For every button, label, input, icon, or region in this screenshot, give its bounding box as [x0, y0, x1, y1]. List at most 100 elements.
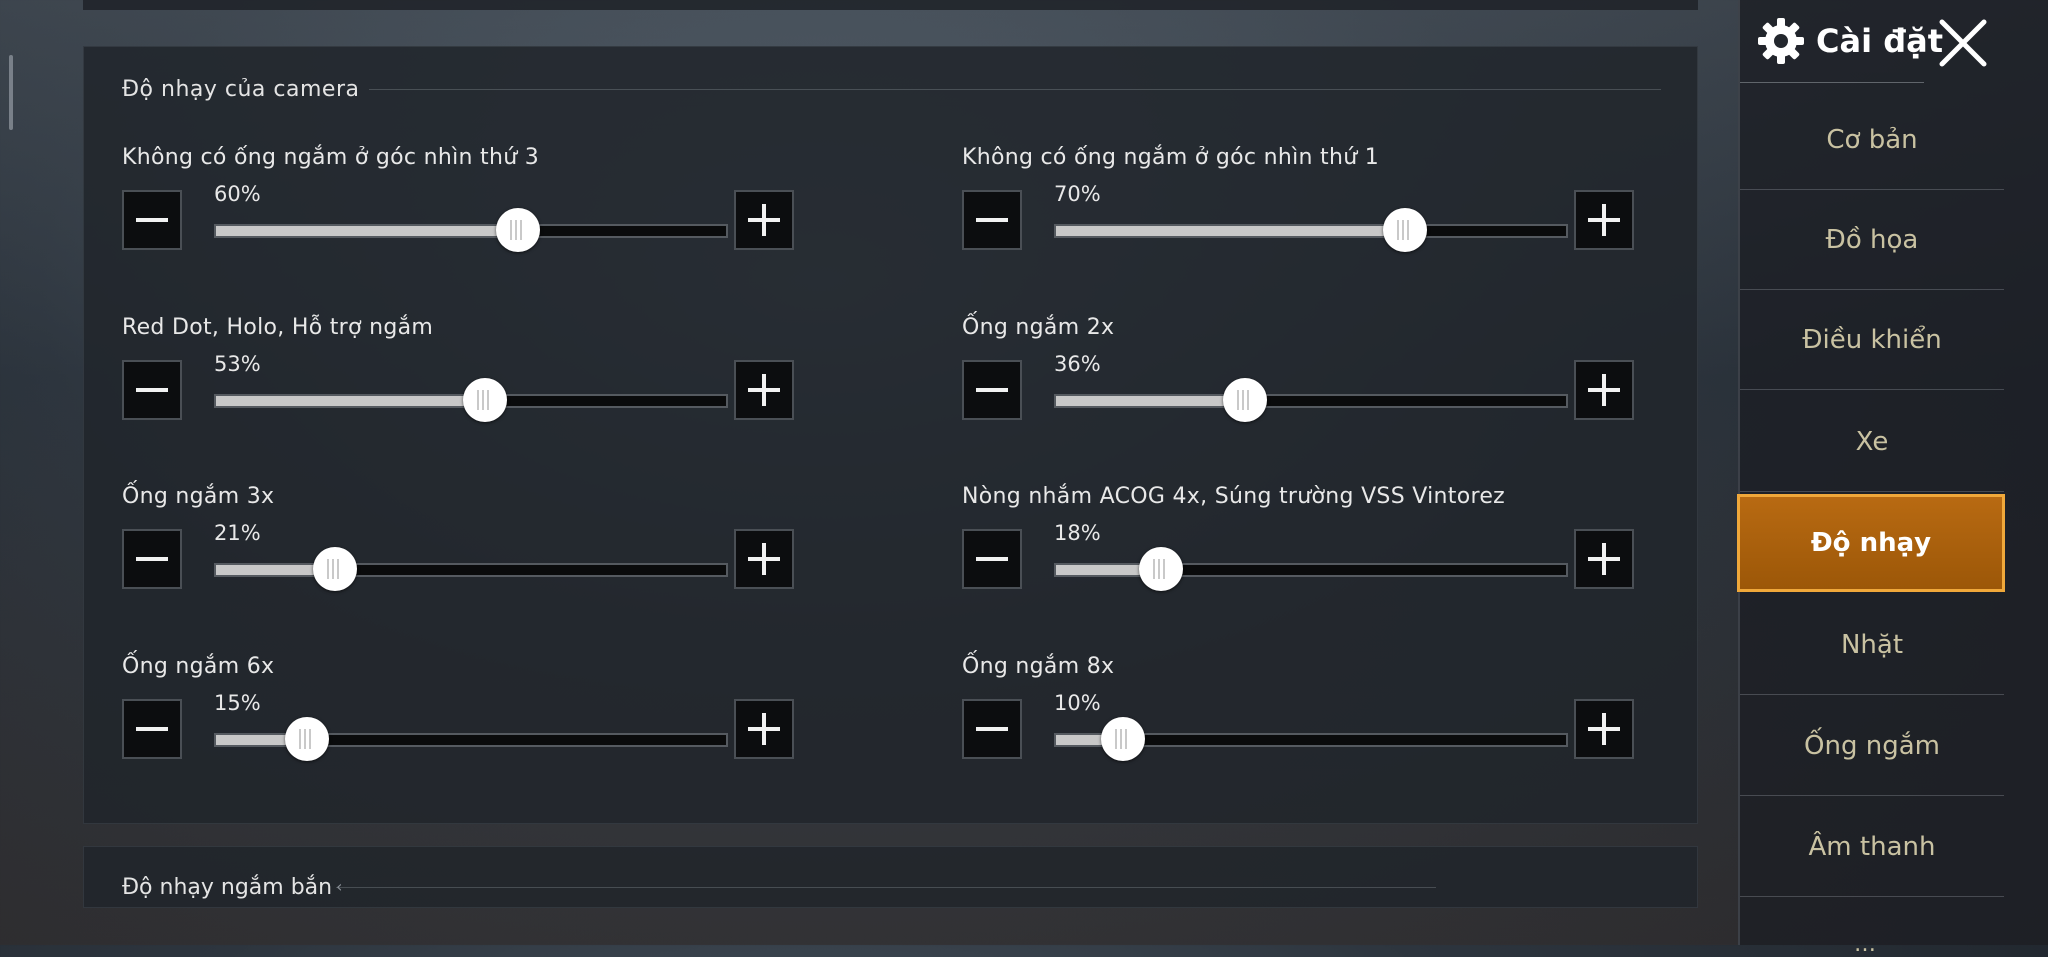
- slider-fill: [216, 396, 487, 406]
- header-divider: [1740, 82, 1924, 83]
- plus-icon: [748, 713, 780, 745]
- slider-value: 70%: [1054, 182, 1101, 206]
- sidebar-item-label: Đồ họa: [1825, 224, 1919, 255]
- slider-value: 36%: [1054, 352, 1101, 376]
- slider-track[interactable]: [1054, 733, 1568, 747]
- slider-fill: [216, 226, 522, 236]
- plus-icon: [1588, 204, 1620, 236]
- plus-icon: [1588, 543, 1620, 575]
- slider-value: 60%: [214, 182, 261, 206]
- slider-label: Ống ngắm 3x: [122, 484, 275, 509]
- slider-label: Không có ống ngắm ở góc nhìn thứ 3: [122, 145, 540, 170]
- sidebar-item-scope[interactable]: Ống ngắm: [1740, 696, 2004, 796]
- slider-track[interactable]: [1054, 563, 1568, 577]
- slider-label: Nòng nhắm ACOG 4x, Súng trường VSS Vinto…: [962, 484, 1506, 509]
- slider-track[interactable]: [214, 733, 728, 747]
- increase-button[interactable]: [1574, 529, 1634, 589]
- slider-label: Ống ngắm 8x: [962, 654, 1115, 679]
- decrease-button[interactable]: [962, 529, 1022, 589]
- increase-button[interactable]: [734, 360, 794, 420]
- sidebar-item-controls[interactable]: Điều khiển: [1740, 290, 2004, 390]
- slider-fill: [1056, 735, 1107, 745]
- arrow-left-icon: ‹: [336, 877, 343, 896]
- sidebar-item-basic[interactable]: Cơ bản: [1740, 90, 2004, 190]
- slider-thumb[interactable]: [1223, 378, 1268, 422]
- previous-panel-edge: [83, 0, 1698, 10]
- minus-icon: [136, 727, 168, 731]
- increase-button[interactable]: [734, 190, 794, 250]
- minus-icon: [976, 727, 1008, 731]
- sidebar-item-label: Ống ngắm: [1804, 730, 1940, 761]
- section-title: Độ nhạy của camera: [122, 77, 360, 102]
- increase-button[interactable]: [734, 529, 794, 589]
- increase-button[interactable]: [1574, 190, 1634, 250]
- minus-icon: [976, 388, 1008, 392]
- slider-value: 15%: [214, 691, 261, 715]
- gear-icon: [1758, 18, 1804, 64]
- plus-icon: [1588, 713, 1620, 745]
- slider-thumb[interactable]: [496, 208, 540, 252]
- plus-icon: [748, 374, 780, 406]
- slider-red-dot-holo: Red Dot, Holo, Hỗ trợ ngắm 53%: [122, 315, 822, 465]
- sidebar-item-audio[interactable]: Âm thanh: [1740, 797, 2004, 897]
- sidebar-item-sensitivity[interactable]: Độ nhạy: [1737, 494, 2005, 592]
- slider-thumb[interactable]: [1383, 208, 1427, 252]
- decrease-button[interactable]: [122, 190, 182, 250]
- decrease-button[interactable]: [122, 529, 182, 589]
- sidebar-title: Cài đặt: [1816, 22, 1943, 60]
- slider-thumb[interactable]: [312, 547, 357, 591]
- minus-icon: [976, 557, 1008, 561]
- sidebar-item-label: Nhặt: [1840, 629, 1904, 660]
- sidebar-item-pickup[interactable]: Nhặt: [1740, 595, 2004, 695]
- decrease-button[interactable]: [962, 190, 1022, 250]
- slider-track[interactable]: [1054, 224, 1568, 238]
- slider-fpp-no-scope: Không có ống ngắm ở góc nhìn thứ 1 70%: [962, 145, 1662, 295]
- plus-icon: [1588, 374, 1620, 406]
- sidebar-header: Cài đặt: [1740, 0, 2048, 84]
- minus-icon: [976, 218, 1008, 222]
- slider-fill: [1056, 396, 1240, 406]
- slider-3x-scope: Ống ngắm 3x 21%: [122, 484, 822, 634]
- slider-thumb[interactable]: [284, 717, 329, 761]
- sidebar-item-label: Âm thanh: [1808, 831, 1936, 862]
- slider-track[interactable]: [1054, 394, 1568, 408]
- sidebar-item-label: Độ nhạy: [1810, 528, 1932, 558]
- title-divider: [369, 89, 1661, 90]
- decrease-button[interactable]: [962, 699, 1022, 759]
- sidebar-item-label: Xe: [1855, 426, 1889, 457]
- slider-label: Red Dot, Holo, Hỗ trợ ngắm: [122, 315, 434, 340]
- title-divider: [336, 887, 1436, 888]
- slider-label: Ống ngắm 2x: [962, 315, 1115, 340]
- settings-sidebar: Cài đặt Cơ bản Đồ họa Điều khiển Xe Độ n…: [1737, 0, 2048, 957]
- slider-thumb[interactable]: [1138, 547, 1183, 591]
- increase-button[interactable]: [1574, 360, 1634, 420]
- slider-2x-scope: Ống ngắm 2x 36%: [962, 315, 1662, 465]
- slider-label: Ống ngắm 6x: [122, 654, 275, 679]
- slider-acog-vss: Nòng nhắm ACOG 4x, Súng trường VSS Vinto…: [962, 484, 1662, 634]
- increase-button[interactable]: [734, 699, 794, 759]
- decrease-button[interactable]: [122, 699, 182, 759]
- decrease-button[interactable]: [962, 360, 1022, 420]
- section-title: Độ nhạy ngắm bắn: [122, 875, 333, 900]
- sidebar-item-label: Cơ bản: [1826, 124, 1918, 155]
- minus-icon: [136, 388, 168, 392]
- slider-tpp-no-scope: Không có ống ngắm ở góc nhìn thứ 3 60%: [122, 145, 822, 295]
- minus-icon: [136, 218, 168, 222]
- slider-value: 53%: [214, 352, 261, 376]
- increase-button[interactable]: [1574, 699, 1634, 759]
- sidebar-item-graphics[interactable]: Đồ họa: [1740, 190, 2004, 290]
- aim-sensitivity-panel: Độ nhạy ngắm bắn ‹: [83, 846, 1698, 908]
- slider-thumb[interactable]: [463, 378, 508, 422]
- slider-track[interactable]: [214, 563, 728, 577]
- slider-fill: [216, 565, 324, 575]
- slider-thumb[interactable]: [1101, 717, 1145, 761]
- slider-label: Không có ống ngắm ở góc nhìn thứ 1: [962, 145, 1380, 170]
- camera-sensitivity-panel: Độ nhạy của camera Không có ống ngắm ở g…: [83, 46, 1698, 824]
- slider-track[interactable]: [214, 224, 728, 238]
- sidebar-item-vehicle[interactable]: Xe: [1740, 392, 2004, 492]
- slider-value: 10%: [1054, 691, 1101, 715]
- decrease-button[interactable]: [122, 360, 182, 420]
- scroll-indicator[interactable]: [9, 55, 13, 130]
- plus-icon: [748, 204, 780, 236]
- close-icon[interactable]: [1936, 16, 1990, 70]
